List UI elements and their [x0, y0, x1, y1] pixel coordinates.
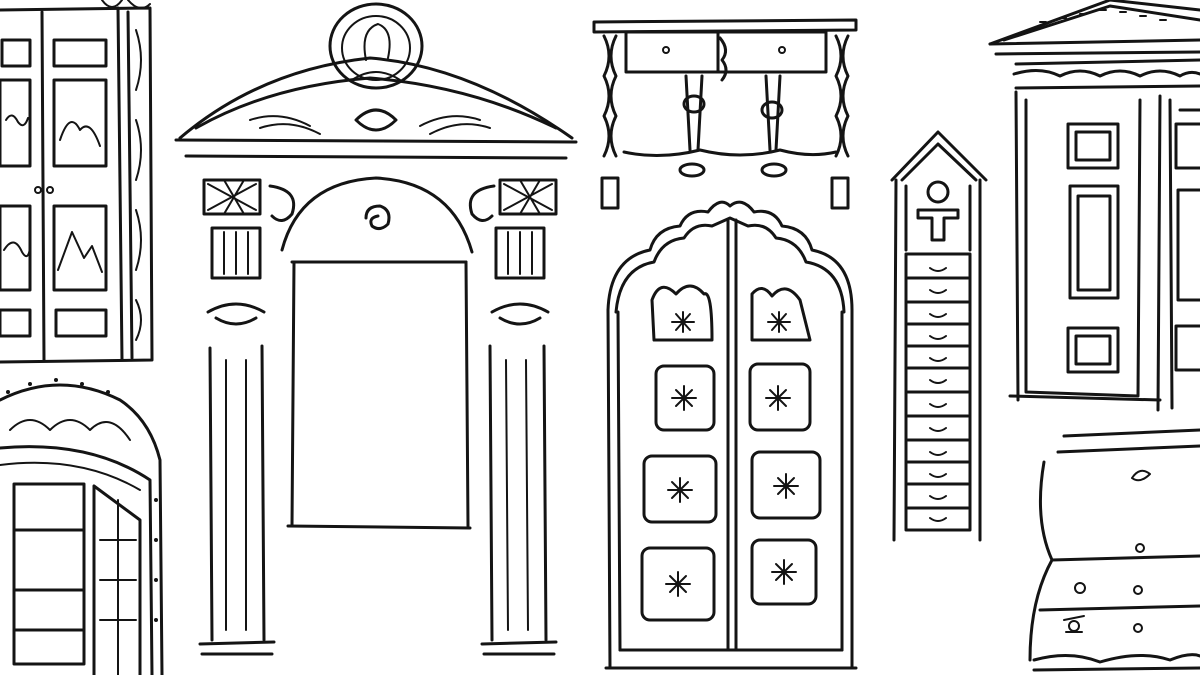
paneled-cabinet-door [0, 0, 154, 364]
arched-window [0, 378, 164, 675]
scalloped-arch-double-door [604, 200, 858, 670]
pediment-wardrobe [988, 0, 1200, 412]
bombe-chest-of-drawers [1028, 428, 1200, 672]
baroque-column-portal [174, 2, 578, 656]
narrow-drawer-tower [890, 130, 988, 542]
spiral-leg-console-table [592, 18, 858, 210]
